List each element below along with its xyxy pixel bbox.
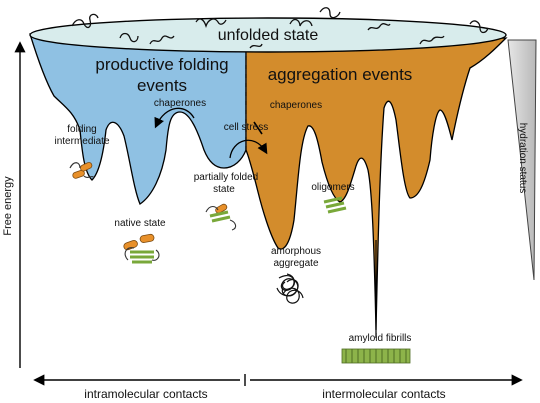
intramolecular-label: intramolecular contacts <box>84 387 207 401</box>
folding-intermediate-label-2: intermediate <box>54 136 109 147</box>
hydration-wedge <box>507 39 537 281</box>
folding-intermediate-label-1: folding <box>67 124 96 135</box>
partially-folded-label-2: state <box>213 184 235 195</box>
amyloid-fibril-icon <box>341 348 411 364</box>
aggregation-events-label: aggregation events <box>268 65 413 84</box>
chaperones-left-label: chaperones <box>154 98 206 109</box>
cell-stress-label: cell stress <box>224 122 268 133</box>
unfolded-chains <box>71 7 489 49</box>
folding-intermediate-icon <box>69 162 95 179</box>
intermolecular-label: intermolecular contacts <box>322 387 445 401</box>
productive-folding-region <box>29 33 247 205</box>
productive-events-label: events <box>137 76 187 95</box>
amyloid-label: amyloid fibrills <box>349 333 412 344</box>
aggregation-region <box>245 37 508 331</box>
partially-folded-icon <box>205 203 237 231</box>
amorphous-aggregate-icon <box>276 273 304 304</box>
chaperones-right-arrow <box>229 139 268 159</box>
cell-stress-bar <box>253 121 263 135</box>
free-energy-label: Free energy <box>2 176 14 236</box>
hydration-status-label: hydration status <box>517 123 528 194</box>
oligomers-icon <box>323 196 347 214</box>
oligomers-label: oligomers <box>311 182 354 193</box>
chaperones-right-label: chaperones <box>270 100 322 111</box>
partially-folded-label-1: partially folded <box>194 172 258 183</box>
amorphous-label-1: amorphous <box>271 246 321 257</box>
native-state-label: native state <box>114 218 166 229</box>
unfolded-state-ellipse <box>29 17 507 53</box>
chaperones-left-arrow <box>154 107 195 129</box>
productive-folding-label: productive folding <box>95 55 228 74</box>
native-state-icon <box>123 233 160 264</box>
unfolded-state-label: unfolded state <box>218 27 319 44</box>
amorphous-label-2: aggregate <box>273 258 318 269</box>
